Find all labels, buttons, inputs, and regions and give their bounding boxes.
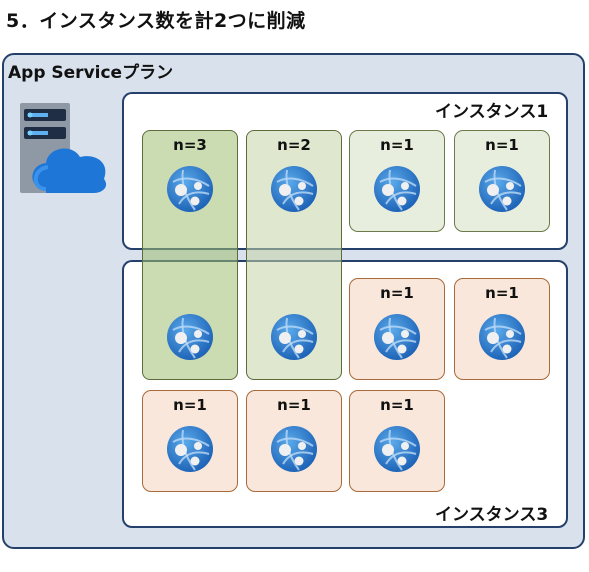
web-app-icon	[269, 312, 319, 362]
web-app-icon	[165, 424, 215, 474]
page-title: 5．インスタンス数を計2つに削減	[6, 10, 306, 32]
web-app-icon	[165, 164, 215, 214]
card-label: n=1	[173, 396, 207, 414]
plan-label: App Serviceプラン	[8, 63, 174, 83]
app-service-plan-icon	[20, 103, 107, 193]
web-app-icon	[269, 424, 319, 474]
web-app-icon	[372, 164, 422, 214]
card-label: n=1	[380, 396, 414, 414]
column-n3-label: n=3	[173, 136, 207, 154]
web-app-icon	[269, 164, 319, 214]
web-app-icon	[372, 424, 422, 474]
card-label: n=1	[277, 396, 311, 414]
web-app-icon	[477, 164, 527, 214]
card-label: n=1	[380, 136, 414, 154]
card-label: n=1	[485, 284, 519, 302]
instance-1-label: インスタンス1	[435, 102, 549, 122]
card-label: n=1	[485, 136, 519, 154]
column-n2-label: n=2	[277, 136, 311, 154]
web-app-icon	[372, 312, 422, 362]
card-label: n=1	[380, 284, 414, 302]
instance-3-label: インスタンス3	[435, 505, 549, 525]
web-app-icon	[477, 312, 527, 362]
web-app-icon	[165, 312, 215, 362]
